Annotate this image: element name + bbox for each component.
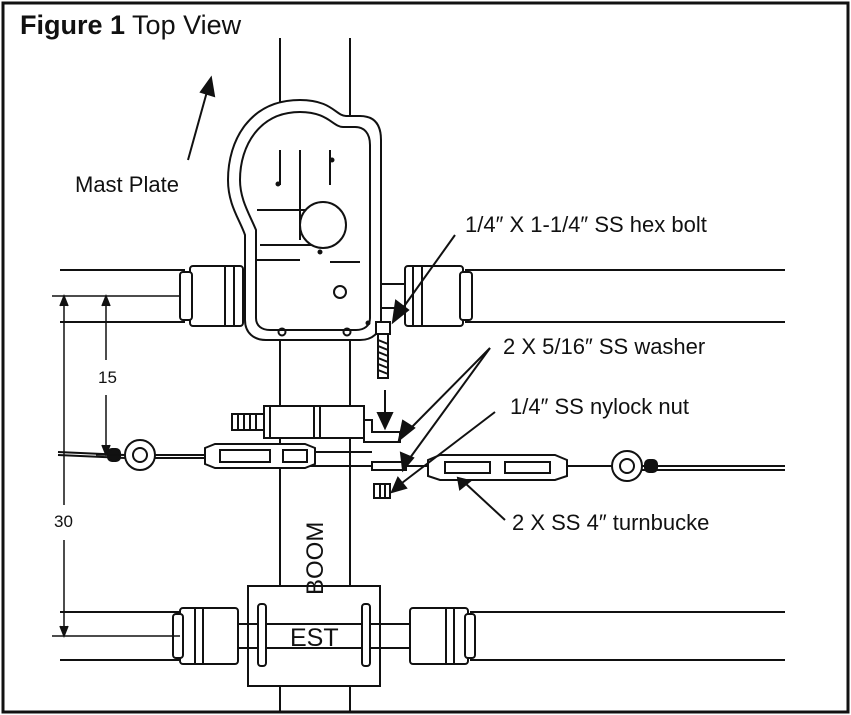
figure-number: Figure 1: [20, 10, 126, 40]
dimension-15: 15: [98, 368, 117, 387]
turnbuckle-label: 2 X SS 4″ turnbucke: [512, 510, 710, 535]
right-eye-hook: [567, 450, 658, 482]
figure-view-title: Top View: [132, 10, 242, 40]
nylock-nut-label: 1/4″ SS nylock nut: [510, 394, 689, 419]
right-turnbuckle: [427, 454, 568, 481]
leader-lines: [187, 75, 506, 521]
lower-left-coupler: [172, 607, 239, 665]
boom-label: BOOM: [302, 522, 329, 595]
washer: [371, 461, 407, 471]
lower-right-coupler: [409, 607, 476, 665]
mast-plate: [226, 98, 382, 341]
nylock-nut: [373, 483, 391, 499]
upper-right-coupler: [404, 265, 473, 327]
boom-clamp-plate: [247, 585, 381, 687]
mast-plate-label: Mast Plate: [75, 172, 179, 197]
hex-bolt: [375, 321, 391, 379]
left-turnbuckle: [204, 443, 316, 469]
hex-bolt-label: 1/4″ X 1-1/4″ SS hex bolt: [465, 212, 707, 237]
clamp-blocks: [231, 405, 401, 443]
figure-title: Figure 1 Top View: [20, 10, 241, 41]
washer-label: 2 X 5/16″ SS washer: [503, 334, 706, 359]
assembly-arrow: [376, 390, 394, 431]
est-label: EST: [290, 624, 339, 652]
dimension-lines: [52, 293, 180, 639]
dimension-30: 30: [54, 512, 73, 531]
guy-cable: [57, 451, 785, 471]
upper-left-coupler: [179, 265, 244, 327]
